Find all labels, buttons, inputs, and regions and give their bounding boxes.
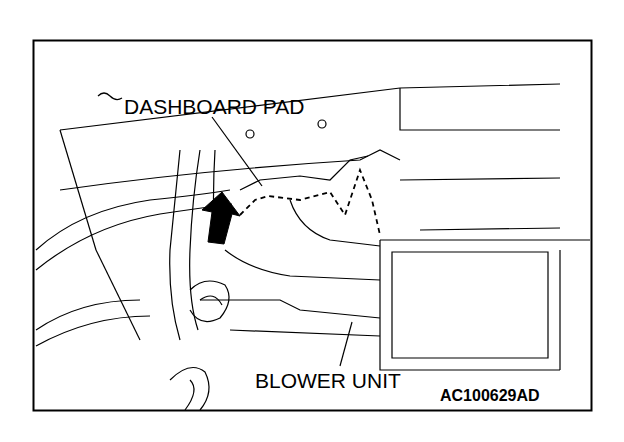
figure-code: AC100629AD: [440, 388, 540, 404]
leader-line: [340, 322, 352, 366]
part-name: DASHBOARD PAD: [124, 96, 304, 117]
bracket-tick: [98, 93, 122, 100]
leader-line: [212, 117, 262, 186]
frame-border: [34, 41, 592, 411]
hidden-outline: [240, 170, 380, 235]
direction-arrow: [202, 192, 240, 244]
dashboard-drawing: [36, 84, 590, 410]
part-name: BLOWER UNIT: [255, 370, 401, 391]
